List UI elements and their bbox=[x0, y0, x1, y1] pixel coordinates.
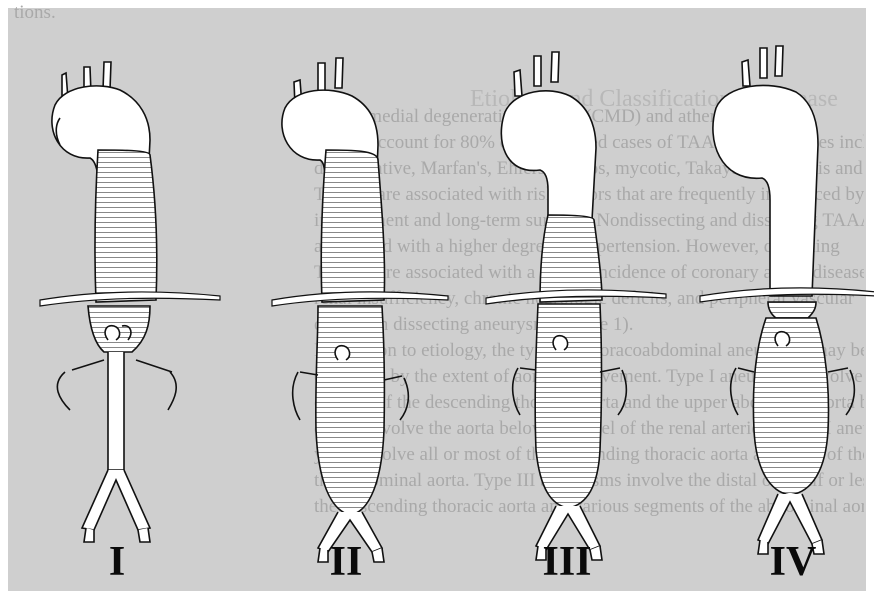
panel-label-ii: II bbox=[330, 541, 363, 583]
aorta-type-2 bbox=[272, 58, 448, 562]
aorta-type-1 bbox=[40, 62, 220, 542]
panel-label-i: I bbox=[109, 541, 125, 583]
aorta-type-3 bbox=[486, 52, 666, 560]
panel-label-iii: III bbox=[542, 541, 591, 583]
panel-label-iv: IV bbox=[770, 541, 817, 583]
aorta-type-4 bbox=[700, 46, 874, 554]
